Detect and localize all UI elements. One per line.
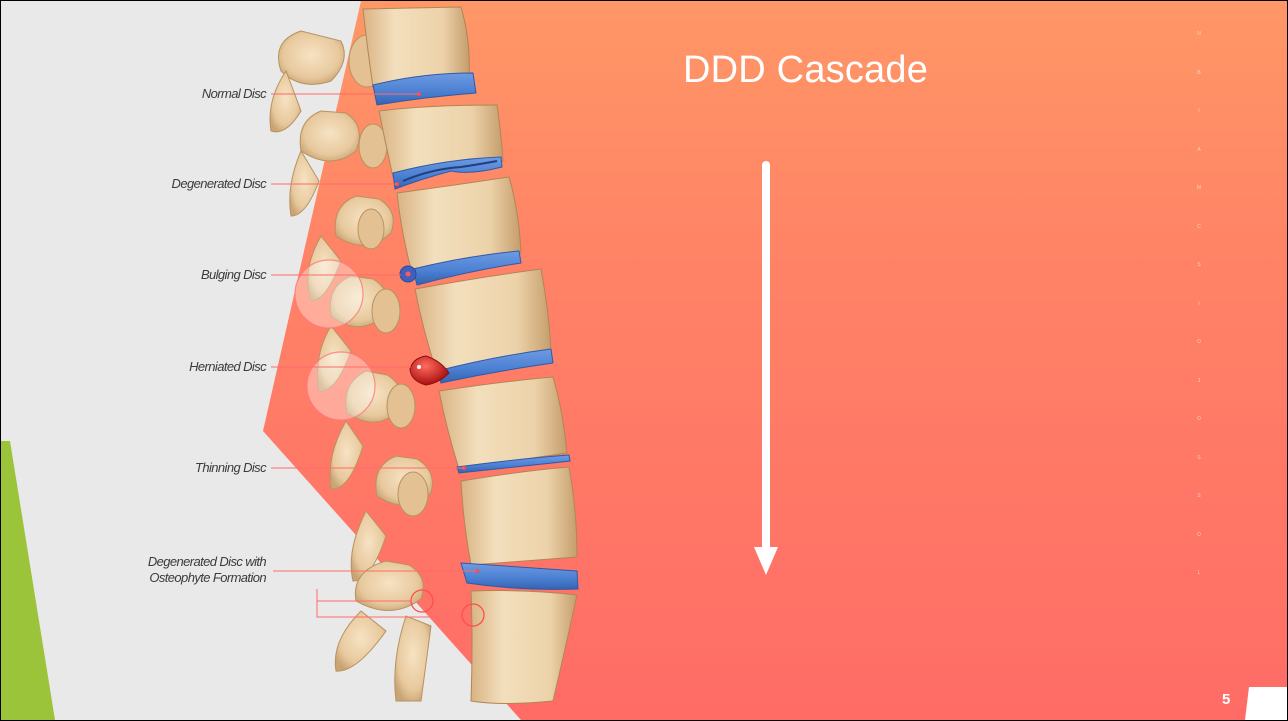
label-bulging-disc: Bulging Disc [201, 267, 266, 283]
vertical-char: A [1195, 147, 1203, 153]
bulge-dot [406, 272, 411, 277]
slide-title: DDD Cascade [683, 49, 928, 92]
vertical-char: C [1195, 224, 1203, 230]
vertical-char: S [1195, 262, 1203, 268]
vertical-char: M [1195, 185, 1203, 191]
vertical-char: B [1195, 70, 1203, 76]
herniation-highlight [417, 365, 421, 369]
vertical-char: S [1195, 455, 1203, 461]
label-thinning-disc: Thinning Disc [195, 460, 266, 476]
vertical-char: O [1195, 532, 1203, 538]
label-normal-disc: Normal Disc [202, 86, 266, 102]
vertical-char: L [1195, 570, 1203, 576]
vertical-char: O [1195, 339, 1203, 345]
vertical-char: S [1195, 493, 1203, 499]
vertical-char: I [1195, 108, 1203, 114]
page-number: 5 [1222, 691, 1230, 708]
label-osteophyte-disc: Degenerated Disc with Osteophyte Formati… [116, 554, 266, 586]
down-arrow-icon [749, 157, 783, 577]
vertical-char: J [1195, 378, 1203, 384]
disc-osteophyte [461, 563, 578, 589]
label-degenerated-disc: Degenerated Disc [172, 176, 266, 192]
label-herniated-disc: Herniated Disc [189, 359, 266, 375]
vertical-char: I [1195, 301, 1203, 307]
vertical-char: N [1195, 31, 1203, 37]
vertical-char: O [1195, 416, 1203, 422]
